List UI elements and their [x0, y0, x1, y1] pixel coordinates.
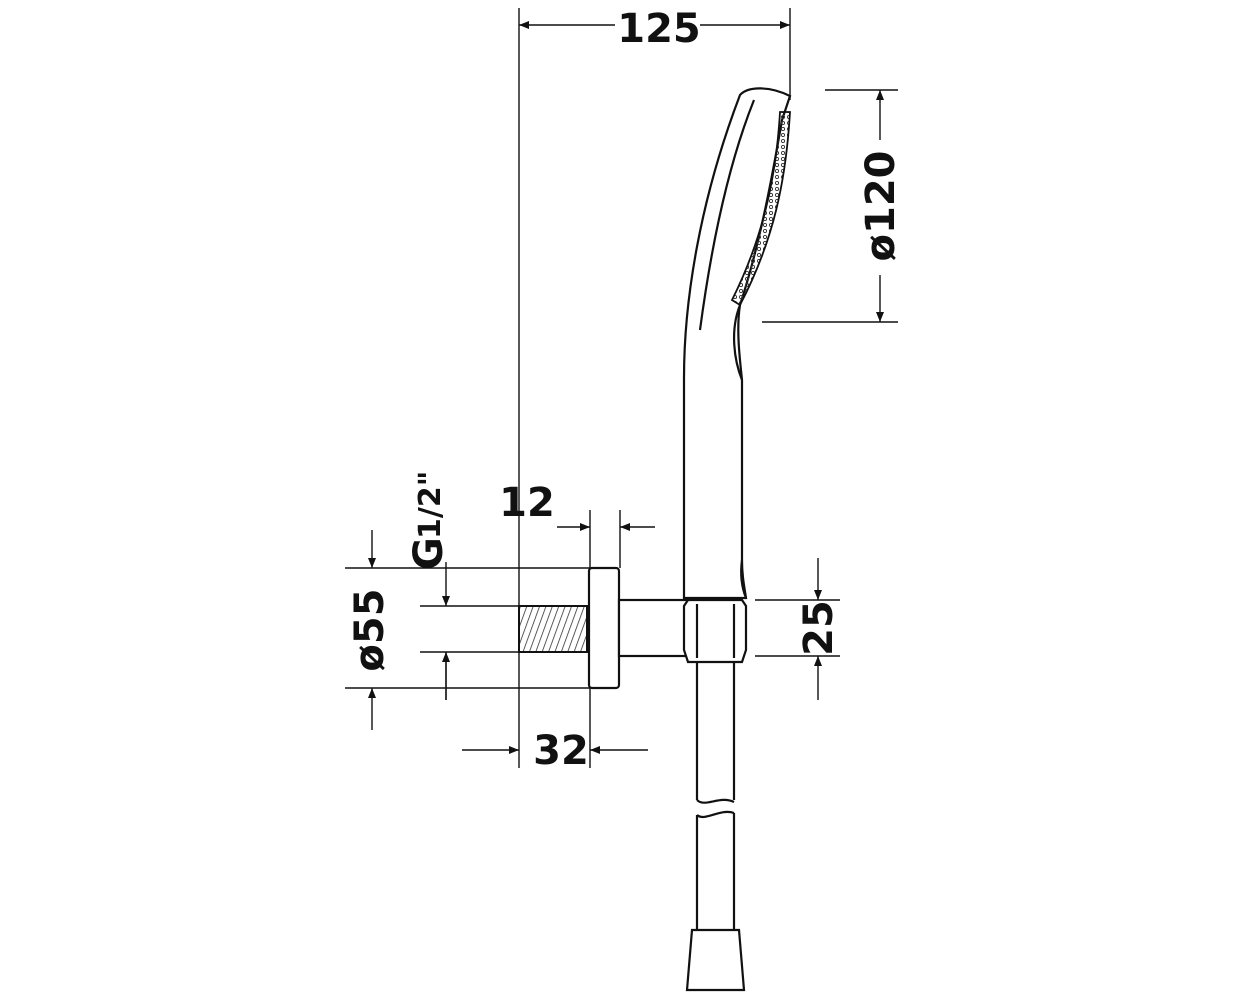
- nut-offset-label: 12: [499, 480, 555, 526]
- dimension-head-diameter: ø120: [858, 90, 904, 322]
- thread-label: G: [406, 537, 452, 570]
- shower-hose: [695, 662, 736, 930]
- dimension-thread: G 1/2": [406, 471, 452, 700]
- head-diameter-label: ø120: [858, 151, 904, 262]
- holder-body: [617, 598, 693, 658]
- dimension-flange-diameter: ø55: [347, 530, 393, 730]
- holder-depth-label: 32: [533, 728, 589, 774]
- threaded-connector: [518, 605, 588, 653]
- hand-shower: [682, 87, 792, 600]
- dimension-holder-depth: 32: [462, 728, 648, 774]
- dimension-holder-height: 25: [796, 558, 842, 700]
- thread-fraction-label: 1/2": [413, 471, 448, 539]
- holder-height-label: 25: [796, 600, 842, 656]
- flange-diameter-label: ø55: [347, 588, 393, 671]
- dimension-total-width: 125: [519, 6, 790, 52]
- wall-flange: [587, 566, 621, 690]
- dimension-nut-offset: 12: [499, 480, 655, 568]
- hose-end-fitting: [685, 928, 746, 992]
- hose-nut: [682, 598, 748, 664]
- total-width-label: 125: [617, 6, 701, 52]
